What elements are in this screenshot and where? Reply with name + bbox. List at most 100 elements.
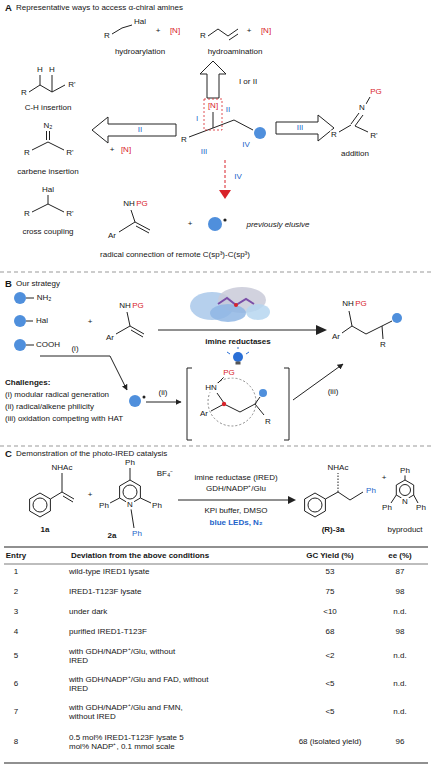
drawn-line [50, 492, 62, 499]
drawn-line [48, 195, 49, 204]
scheme-text: Hal [133, 17, 147, 26]
scheme-text: R [264, 417, 272, 426]
drawn-line [48, 142, 64, 150]
drawn-polyline [29, 85, 65, 92]
scheme-text: (R)-3a [321, 525, 346, 534]
scheme-text: II [225, 105, 231, 114]
drawn-line [382, 326, 383, 339]
drawn-path [187, 368, 192, 440]
drawn-line [325, 492, 338, 499]
scheme-text: Ph [381, 503, 393, 512]
drawn-line [342, 326, 352, 333]
drawn-polygon [305, 493, 326, 517]
drawn-polyline [338, 492, 363, 500]
drawn-line [4, 546, 428, 547]
drawn-polygon [219, 190, 231, 199]
scheme-text: Ph [98, 501, 110, 510]
drawn-polyline [208, 29, 238, 36]
drawn-line [48, 204, 64, 212]
scheme-text: R' [65, 148, 74, 157]
drawn-g [190, 287, 270, 322]
drawn-polygon [276, 115, 334, 141]
drawn-line [135, 222, 150, 230]
table-cell: 53 [325, 567, 336, 576]
drawn-line [405, 475, 406, 480]
drawn-line [116, 326, 130, 334]
scheme-text: Ph [365, 486, 377, 495]
drawn-polyline [112, 25, 132, 34]
drawn-line [127, 312, 130, 326]
table-cell: <5 [324, 707, 335, 716]
drawn-line [26, 321, 33, 322]
scheme-text: Hal [41, 185, 55, 194]
scheme-text: N [401, 497, 409, 506]
table-header: Deviation from the above conditions [70, 551, 210, 560]
table-cell: IRED1-T123F lysate [68, 587, 142, 596]
scheme-text: [N] [260, 26, 272, 35]
table-cell: 68 (isolated yield) [297, 737, 363, 746]
scheme-text: (i) [70, 344, 79, 353]
table-cell: 8 [13, 737, 19, 746]
table-cell: 98 [395, 627, 406, 636]
scheme-text: 1a [40, 525, 51, 534]
scheme-text: byproduct [386, 525, 423, 534]
drawn-line [140, 498, 151, 503]
scheme-text: addition [340, 149, 370, 158]
drawn-circle [233, 352, 243, 362]
drawn-circle [143, 396, 146, 399]
drawn-circle [123, 485, 137, 499]
drawn-polyline [224, 404, 264, 415]
scheme-text: + [381, 473, 388, 482]
drawn-line [0, 446, 432, 447]
drawn-line [146, 402, 181, 403]
table-cell: 96 [395, 737, 406, 746]
drawn-circle [14, 292, 26, 304]
scheme-text: NH [118, 301, 132, 310]
drawn-line [26, 298, 34, 299]
table-cell: 1 [13, 567, 19, 576]
scheme-text: IV [241, 140, 251, 149]
scheme-text: N [126, 500, 134, 509]
scheme-text: [N] [207, 101, 219, 110]
scheme-text: carbene insertion [16, 167, 79, 176]
drawn-circle [259, 389, 267, 397]
table-header: Entry [5, 551, 27, 560]
table-cell: n.d. [392, 707, 407, 716]
drawn-line [52, 75, 53, 92]
table-cell: with GDH/NADP⁺/Glu and FMN, without IRED [68, 703, 210, 721]
table-cell: 7 [13, 707, 19, 716]
scheme-text: COOH [35, 340, 61, 349]
drawn-line [130, 326, 144, 334]
drawn-line [63, 496, 73, 502]
drawn-circle [208, 217, 222, 231]
scheme-text: H [48, 65, 56, 74]
scheme-text: (iii) oxidation competing with HAT [4, 414, 124, 423]
scheme-text: Challenges: [4, 378, 51, 387]
drawn-line [211, 404, 224, 411]
drawn-line [136, 226, 149, 233]
scheme-text: Ar [105, 333, 115, 342]
drawn-circle [308, 498, 322, 512]
drawn-line [355, 126, 368, 132]
scheme-text: (ii) [158, 388, 169, 397]
drawn-line [62, 492, 74, 499]
table-cell: 68 [325, 627, 336, 636]
scheme-text: + [87, 490, 94, 499]
scheme-text: R [379, 340, 387, 349]
scheme-text: hydroamination [207, 47, 264, 56]
drawn-line [391, 495, 396, 503]
drawn-polygon [92, 117, 176, 143]
drawn-polyline [40, 356, 127, 390]
table-cell: n.d. [392, 607, 407, 616]
table-cell: 75 [325, 587, 336, 596]
scheme-text: hydroarylation [114, 47, 166, 56]
scheme-text: H [36, 65, 44, 74]
scheme-text: NHAc [327, 463, 350, 472]
drawn-line [218, 377, 224, 383]
drawn-circle [234, 303, 238, 307]
scheme-text: NH₂ [36, 293, 53, 302]
scheme-text: cross coupling [21, 227, 74, 236]
scheme-text: PG [135, 199, 149, 208]
drawn-path [284, 368, 289, 440]
scheme-text: (ii) radical/alkene philicity [4, 402, 95, 411]
